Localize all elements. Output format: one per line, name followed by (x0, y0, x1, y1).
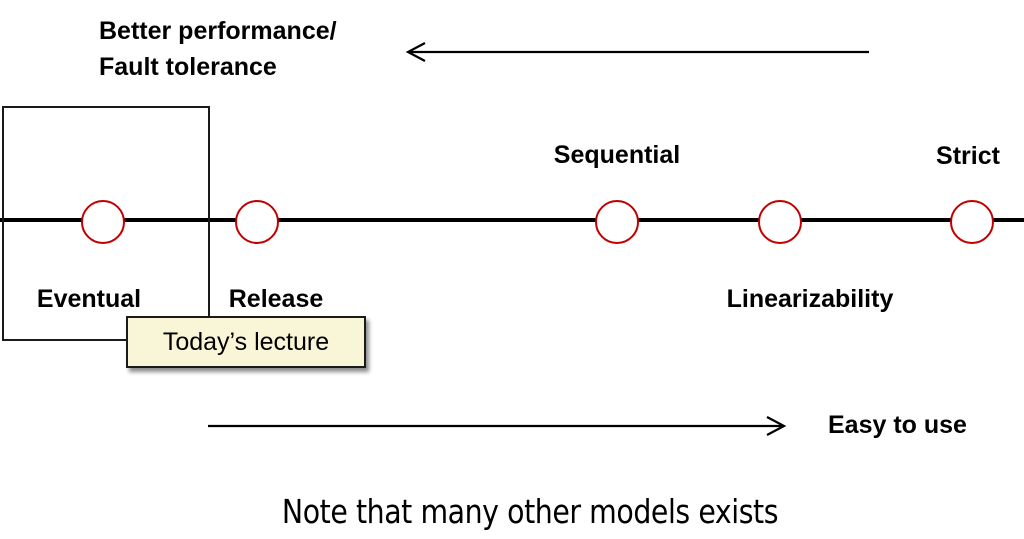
model-label-release: Release (228, 285, 324, 313)
todays-lecture-callout: Today’s lecture (126, 316, 366, 368)
performance-axis-label: Better performance/ Fault tolerance (99, 13, 337, 85)
model-node-release (235, 200, 279, 244)
footer-note: Note that many other models exists (281, 492, 779, 531)
model-label-sequential: Sequential (553, 141, 681, 169)
model-label-strict: Strict (936, 142, 1000, 170)
performance-arrow (405, 42, 869, 62)
performance-axis-label-line-1: Better performance/ (99, 17, 337, 45)
model-node-linearizability (758, 200, 802, 244)
highlight-box-eventual (2, 106, 210, 341)
ease-of-use-arrow (208, 416, 787, 436)
model-node-strict (950, 200, 994, 244)
performance-axis-label-line-2: Fault tolerance (99, 53, 277, 81)
callout-text: Today’s lecture (162, 327, 330, 356)
ease-of-use-axis-label: Easy to use (828, 411, 967, 439)
model-node-eventual (81, 200, 125, 244)
model-nodes (81, 200, 994, 244)
model-label-linearizability: Linearizability (726, 285, 894, 313)
model-label-eventual: Eventual (36, 285, 142, 313)
model-node-sequential (595, 200, 639, 244)
